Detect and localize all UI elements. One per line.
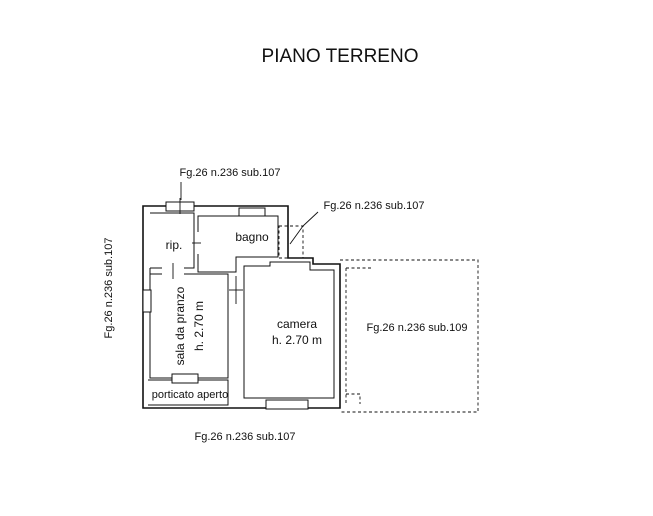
camera-walls [243, 261, 335, 399]
ref-top-right: Fg.26 n.236 sub.107 [324, 200, 425, 212]
ref-left: Fg.26 n.236 sub.107 [103, 238, 115, 339]
ref-top: Fg.26 n.236 sub.107 [180, 167, 281, 179]
bagno-walls [197, 215, 279, 273]
outer-wall [142, 205, 341, 409]
room-camera-label: camera [277, 317, 317, 331]
annex-leader [289, 225, 304, 245]
window-sala-west [142, 289, 152, 313]
room-bagno-label: bagno [235, 230, 269, 244]
window-camera-south [265, 399, 309, 410]
window-bagno-top [238, 207, 266, 217]
room-sala-label: sala da pranzo [173, 286, 187, 365]
room-sala-height: h. 2.70 m [192, 301, 206, 351]
window-sala-south [171, 373, 199, 384]
annex-dashed [278, 225, 304, 259]
plan-title: PIANO TERRENO [262, 46, 419, 67]
ref-bottom: Fg.26 n.236 sub.107 [195, 431, 296, 443]
room-camera-height: h. 2.70 m [272, 333, 322, 347]
area-sub109-outline [340, 259, 479, 413]
ref-top-right-leader [302, 211, 319, 227]
ref-right-area: Fg.26 n.236 sub.109 [367, 322, 468, 334]
room-porticato-label: porticato aperto [152, 389, 228, 401]
room-rip-label: rip. [166, 238, 183, 252]
area-sub109-inner-bottom [346, 393, 361, 404]
